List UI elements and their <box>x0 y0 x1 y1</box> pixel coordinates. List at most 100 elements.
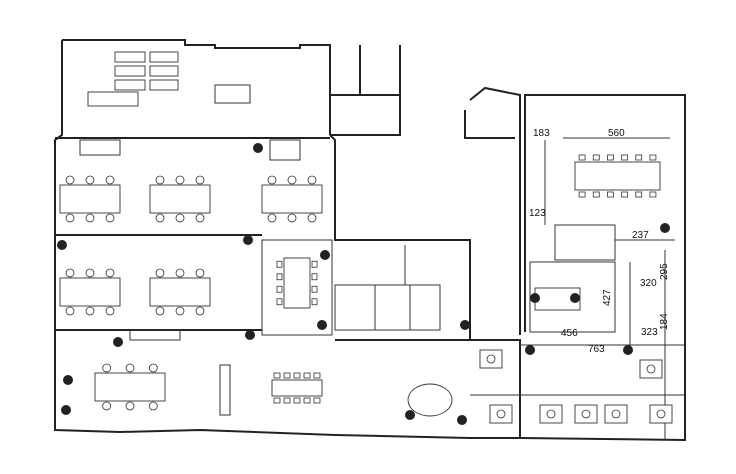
plant-icon <box>623 345 633 355</box>
plant-icon <box>457 415 467 425</box>
chair <box>273 397 281 404</box>
chair <box>273 372 281 379</box>
plant-icon <box>253 143 263 153</box>
chair <box>85 268 95 278</box>
chair <box>649 154 657 161</box>
desk-cluster <box>149 184 211 214</box>
exterior-walls <box>54 39 686 442</box>
chair <box>195 213 205 223</box>
chair <box>155 213 165 223</box>
chair <box>303 397 311 404</box>
lounge-seat <box>114 79 146 91</box>
dim-560: 560 <box>608 128 625 139</box>
chair <box>293 372 301 379</box>
dim-320: 320 <box>640 278 657 289</box>
toilet <box>546 409 556 419</box>
chair <box>303 372 311 379</box>
plant-icon <box>63 375 73 385</box>
dim-184: 184 <box>659 313 670 330</box>
chair <box>125 363 135 373</box>
chair <box>175 306 185 316</box>
conference-table <box>574 161 661 191</box>
chair <box>267 175 277 185</box>
desk-cluster <box>149 277 211 307</box>
chair <box>287 175 297 185</box>
chair <box>175 175 185 185</box>
chair <box>311 285 318 293</box>
dim-295: 295 <box>659 263 670 280</box>
chair <box>155 268 165 278</box>
chair <box>283 372 291 379</box>
chair <box>175 213 185 223</box>
chair <box>311 260 318 268</box>
chair <box>578 191 586 198</box>
chair <box>148 363 158 373</box>
plant-icon <box>405 410 415 420</box>
toilet <box>581 409 591 419</box>
chair <box>635 154 643 161</box>
chair <box>155 306 165 316</box>
chair <box>105 306 115 316</box>
plant-icon <box>245 330 255 340</box>
plant-icon <box>243 235 253 245</box>
chair <box>635 191 643 198</box>
lounge-seat <box>114 51 146 63</box>
chair <box>267 213 277 223</box>
chair <box>148 401 158 411</box>
dim-183: 183 <box>533 128 550 139</box>
conference-table <box>283 257 311 309</box>
chair <box>65 213 75 223</box>
chair <box>607 154 614 161</box>
plant-icon <box>460 320 470 330</box>
dim-123: 123 <box>529 208 546 219</box>
chair <box>85 213 95 223</box>
plant-icon <box>113 337 123 347</box>
chair <box>607 191 614 198</box>
chair <box>293 397 301 404</box>
toilet <box>646 364 656 374</box>
toilet <box>611 409 621 419</box>
chair <box>592 154 600 161</box>
chair <box>125 401 135 411</box>
plant-icon <box>660 223 670 233</box>
chair <box>578 154 586 161</box>
chair <box>276 298 283 306</box>
furniture <box>57 51 673 425</box>
chair <box>592 191 600 198</box>
conference-table <box>271 379 323 397</box>
desk-cluster <box>94 372 166 402</box>
chair <box>195 306 205 316</box>
dim-323: 323 <box>641 327 658 338</box>
chair <box>276 285 283 293</box>
interior-walls <box>79 84 685 440</box>
dimension-labels: 183 560 123 237 320 295 427 456 323 184 … <box>529 128 670 355</box>
desk-cluster <box>59 277 121 307</box>
chair <box>283 397 291 404</box>
desk-cluster <box>261 184 323 214</box>
dim-456: 456 <box>561 328 578 339</box>
plant-icon <box>530 293 540 303</box>
chair <box>195 175 205 185</box>
plant-icon <box>320 250 330 260</box>
plant-icon <box>317 320 327 330</box>
dim-237: 237 <box>632 230 649 241</box>
chair <box>102 363 112 373</box>
chair <box>276 260 283 268</box>
plant-icon <box>57 240 67 250</box>
plant-icon <box>525 345 535 355</box>
chair <box>313 397 321 404</box>
chair <box>649 191 657 198</box>
chair <box>311 273 318 281</box>
chair <box>621 191 628 198</box>
chair <box>155 175 165 185</box>
toilet <box>656 409 666 419</box>
chair <box>621 154 628 161</box>
chair <box>85 306 95 316</box>
desk-cluster <box>59 184 121 214</box>
lounge-seat <box>149 65 179 77</box>
chair <box>307 213 317 223</box>
plant-icon <box>570 293 580 303</box>
lounge-seat <box>114 65 146 77</box>
chair <box>307 175 317 185</box>
